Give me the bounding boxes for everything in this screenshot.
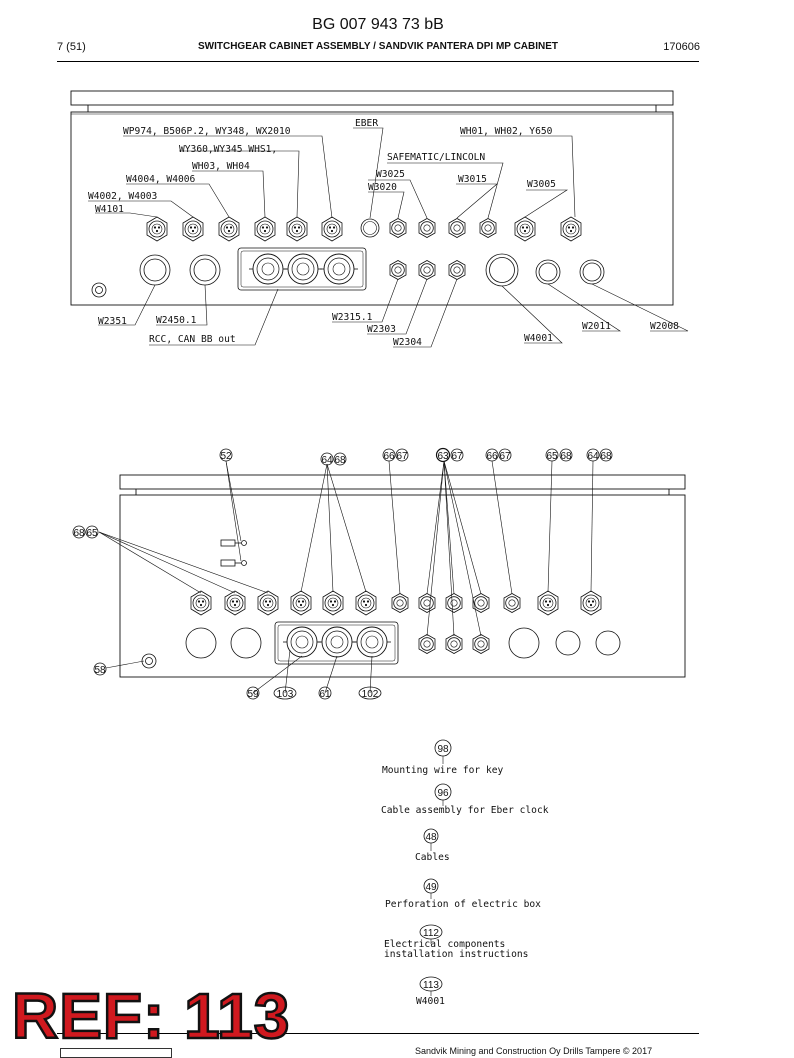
label-wy360: WY360,WY345 WHS1, — [179, 144, 277, 155]
label-w3020: W3020 — [368, 182, 397, 193]
balloon-67: 67 — [396, 451, 408, 462]
label-w2008: W2008 — [650, 321, 679, 332]
balloon-103: 103 — [277, 689, 294, 700]
page-number: 7 (51) — [57, 41, 86, 53]
parts-list: 98 Mounting wire for key 96 Cable assemb… — [381, 739, 549, 1007]
part-description: Cable assembly for Eber clock — [381, 805, 549, 816]
balloon-66: 66 — [486, 451, 498, 462]
balloon-68: 68 — [600, 451, 612, 462]
balloon-61: 61 — [319, 689, 331, 700]
part-item: 49 Perforation of electric box — [385, 878, 541, 910]
item-balloons — [72, 447, 613, 700]
label-w4101: W4101 — [95, 204, 124, 215]
balloon-67: 67 — [499, 451, 511, 462]
part-description: Electrical components — [384, 939, 505, 950]
document-number: BG 007 943 73 bB — [312, 16, 444, 33]
item-balloon-numbers: 52 64 68 66 67 63 67 66 67 65 68 64 68 6… — [73, 451, 612, 700]
header-rule — [57, 61, 699, 62]
part-item: 98 Mounting wire for key — [382, 739, 504, 776]
balloon-64: 64 — [321, 455, 333, 466]
balloon-58: 58 — [94, 665, 106, 676]
label-w3005: W3005 — [527, 179, 556, 190]
balloon-68: 68 — [73, 528, 85, 539]
balloon-64: 64 — [587, 451, 599, 462]
document-title: SWITCHGEAR CABINET ASSEMBLY / SANDVIK PA… — [197, 41, 559, 52]
balloon-66: 66 — [383, 451, 395, 462]
balloon-68: 68 — [334, 455, 346, 466]
leader-lines-bottom — [98, 278, 689, 348]
balloon-52: 52 — [220, 451, 232, 462]
label-w2450: W2450.1 — [156, 315, 197, 326]
label-w4004: W4004, W4006 — [126, 174, 196, 185]
label-w2011: W2011 — [582, 321, 611, 332]
label-w3015: W3015 — [458, 174, 487, 185]
label-w4001: W4001 — [524, 333, 553, 344]
cable-gland-row-top — [146, 216, 582, 242]
label-w4002: W4002, W4003 — [88, 191, 158, 202]
label-wh03: WH03, WH04 — [192, 161, 250, 172]
label-wh01: WH01, WH02, Y650 — [460, 126, 553, 137]
part-number: 48 — [425, 832, 437, 843]
part-number: 49 — [425, 882, 437, 893]
part-description: Mounting wire for key — [382, 765, 504, 776]
part-description: Cables — [415, 852, 450, 863]
balloon-65: 65 — [546, 451, 558, 462]
label-wp974: WP974, B506P.2, WY348, WX2010 — [123, 126, 291, 137]
label-w3025: W3025 — [376, 169, 405, 180]
part-number: 112 — [423, 928, 439, 939]
balloon-68: 68 — [560, 451, 572, 462]
cabinet-item-view — [119, 474, 686, 678]
ref-stamp: REF: 113 — [11, 980, 291, 1052]
part-description: W4001 — [416, 996, 445, 1007]
footer-copyright: Sandvik Mining and Construction Oy Drill… — [415, 1046, 653, 1056]
document-date: 170606 — [663, 41, 700, 53]
cabinet-top-view — [70, 90, 674, 306]
part-item: 112 Electrical components installation i… — [384, 924, 528, 960]
label-w2303: W2303 — [367, 324, 396, 335]
balloon-59: 59 — [247, 689, 259, 700]
balloon-102: 102 — [362, 689, 379, 700]
label-eber: EBER — [355, 118, 378, 129]
part-item: 113 W4001 — [416, 976, 445, 1007]
part-description-line2: installation instructions — [384, 949, 528, 960]
label-w2315: W2315.1 — [332, 312, 373, 323]
balloon-63: 63 — [437, 451, 449, 462]
item-leader-lines — [98, 460, 594, 694]
label-w2351: W2351 — [98, 316, 127, 327]
item-glands-top — [190, 590, 602, 616]
part-description: Perforation of electric box — [385, 899, 541, 910]
wire-labels: WP974, B506P.2, WY348, WX2010 EBER WH01,… — [88, 118, 679, 348]
cable-gland-row-bottom — [91, 247, 605, 298]
part-number: 113 — [423, 980, 439, 991]
part-item: 48 Cables — [415, 828, 450, 863]
balloon-65: 65 — [86, 528, 98, 539]
part-number: 98 — [437, 744, 449, 755]
part-item: 96 Cable assembly for Eber clock — [381, 783, 549, 816]
leader-lines-top — [88, 127, 576, 219]
label-rcc: RCC, CAN BB out — [149, 334, 236, 345]
label-w2304: W2304 — [393, 337, 422, 348]
footer-rule — [57, 1033, 699, 1034]
label-safematic: SAFEMATIC/LINCOLN — [387, 152, 485, 163]
part-number: 96 — [437, 788, 449, 799]
balloon-67: 67 — [451, 451, 463, 462]
